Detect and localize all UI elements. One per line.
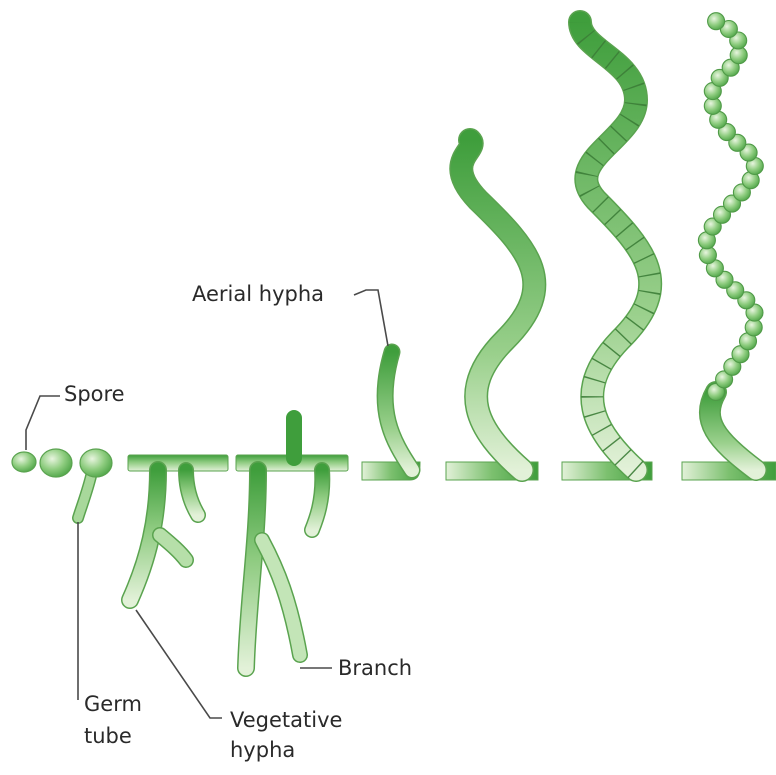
stage-spore bbox=[12, 452, 36, 472]
label-vegetative-line2: hypha bbox=[230, 738, 295, 762]
label-vegetative-line1: Vegetative bbox=[230, 708, 342, 732]
leader-spore bbox=[26, 396, 60, 450]
stage-germ-tube bbox=[78, 449, 112, 518]
stage-septated-hypha bbox=[562, 22, 652, 480]
stage-aerial-hypha bbox=[446, 140, 538, 480]
stage-spore-chain bbox=[682, 13, 776, 480]
leader-vegetative-hypha bbox=[136, 610, 222, 718]
chain-spore bbox=[708, 13, 725, 30]
label-aerial-hypha: Aerial hypha bbox=[192, 282, 324, 306]
stage-branched-mycelium bbox=[236, 418, 348, 668]
stage-vegetative-mycelium bbox=[128, 455, 228, 600]
label-spore: Spore bbox=[64, 382, 125, 406]
label-germ-tube-line2: tube bbox=[84, 724, 132, 748]
stage-swollen-spore bbox=[40, 449, 72, 477]
label-germ-tube-line1: Germ bbox=[84, 692, 142, 716]
leader-aerial-hypha bbox=[354, 290, 388, 346]
label-branch: Branch bbox=[338, 656, 412, 680]
stage-aerial-emerging bbox=[362, 352, 420, 480]
